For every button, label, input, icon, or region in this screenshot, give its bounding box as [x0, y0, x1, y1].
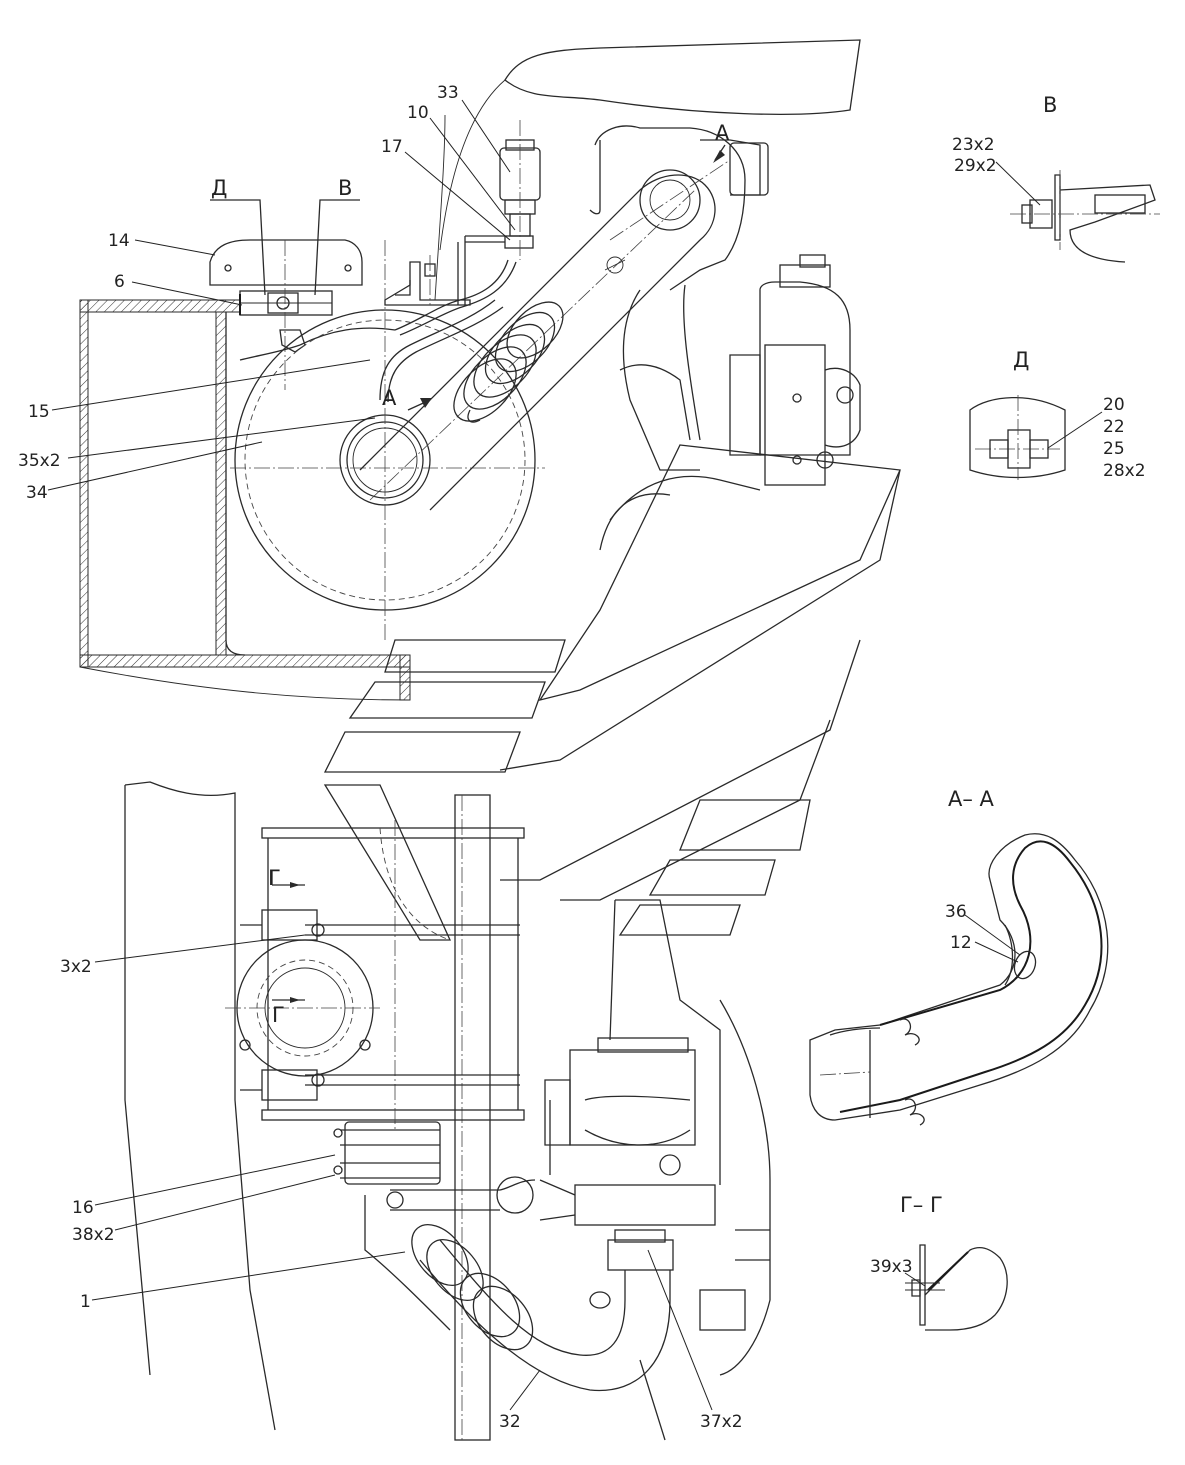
cab-outline	[504, 39, 861, 115]
callout-3x2: 3x2	[60, 957, 92, 977]
callout-28x2: 28x2	[1103, 461, 1146, 481]
callout-15: 15	[28, 402, 50, 422]
mark-d-top: Д	[211, 176, 227, 200]
detail-view-v	[1010, 170, 1160, 263]
air-cleaner-lower	[225, 820, 525, 1130]
callout-22: 22	[1103, 417, 1125, 437]
callout-labels: 33 10 17 14 6 15 35x2 34 3x2 16 38x2 1 3…	[18, 83, 1146, 1432]
callout-25: 25	[1103, 439, 1125, 459]
callout-10: 10	[407, 103, 429, 123]
leader-lines	[47, 99, 1103, 1411]
mark-a-mid: А	[382, 386, 397, 410]
tube-15	[379, 299, 496, 401]
chevron-panels	[323, 639, 811, 941]
cover-panel	[499, 444, 901, 901]
mark-g-left: Г	[268, 866, 281, 890]
callout-29x2: 29x2	[954, 156, 997, 176]
air-cleaner-34	[230, 240, 545, 640]
frame-member	[454, 794, 491, 1441]
callout-34: 34	[26, 483, 48, 503]
view-title-v: В	[1043, 93, 1057, 117]
callout-32: 32	[499, 1412, 521, 1432]
clamp-16	[333, 1121, 441, 1185]
section-g-g	[905, 1244, 1008, 1331]
callout-1: 1	[80, 1292, 91, 1312]
callout-37x2: 37x2	[700, 1412, 743, 1432]
section-labels: Д В А А Г Г В Д А– А Г– Г	[211, 93, 1057, 1217]
frame-rail	[79, 299, 411, 701]
view-title-d: Д	[1013, 348, 1029, 372]
mark-a-top: А	[715, 121, 730, 145]
callout-12: 12	[950, 933, 972, 953]
callout-33: 33	[437, 83, 459, 103]
cab-edge-line	[439, 79, 506, 251]
callout-6: 6	[114, 272, 125, 292]
wire	[434, 114, 446, 301]
inlet-pipe	[359, 159, 731, 511]
mark-v-top: В	[338, 176, 352, 200]
callout-14: 14	[108, 231, 130, 251]
callout-17: 17	[381, 137, 403, 157]
bracket-14	[209, 239, 363, 353]
engine-side	[589, 125, 861, 551]
callout-36: 36	[945, 902, 967, 922]
upper-main-view	[79, 39, 901, 901]
engine-lower	[539, 899, 771, 1441]
callout-23x2: 23x2	[952, 135, 995, 155]
detail-view-d	[969, 395, 1066, 480]
callout-39x3: 39x3	[870, 1257, 913, 1277]
section-a-a	[809, 833, 1109, 1126]
mount-bracket	[384, 255, 471, 306]
callout-35x2: 35x2	[18, 451, 61, 471]
mark-g-mid: Г	[272, 1003, 285, 1027]
sensor-33	[457, 120, 541, 305]
hose-upper-2	[399, 261, 517, 336]
callout-38x2: 38x2	[72, 1225, 115, 1245]
callout-20: 20	[1103, 395, 1125, 415]
callout-16: 16	[72, 1198, 94, 1218]
pipe-32	[364, 1176, 674, 1392]
frame-strip	[124, 781, 276, 1431]
section-title-g-g: Г– Г	[900, 1193, 943, 1217]
lower-main-view	[124, 781, 771, 1441]
section-title-a-a: А– А	[948, 787, 995, 811]
hose-15	[299, 327, 396, 346]
